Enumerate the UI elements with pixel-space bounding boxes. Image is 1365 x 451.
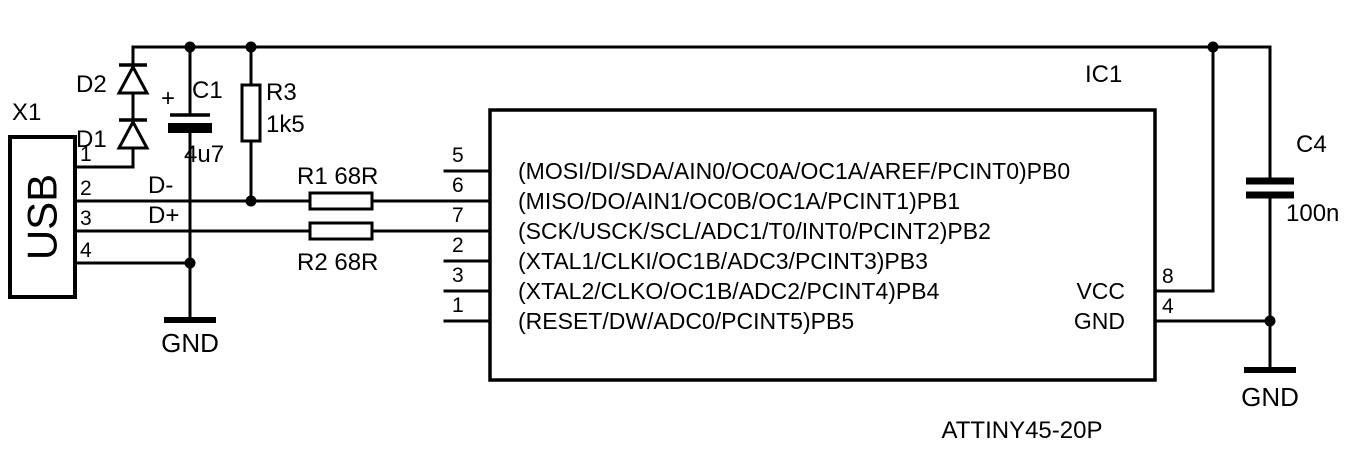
ic1-pin-number: 8	[1162, 265, 1174, 288]
c1-polarity-mark: +	[161, 85, 175, 112]
ic1-pin-number: 1	[452, 294, 464, 317]
d1-diode-symbol	[116, 118, 150, 150]
r1-label: R1 68R	[297, 163, 378, 190]
diode-column: D2 D1	[76, 45, 150, 169]
c1-value-label: 4u7	[184, 141, 224, 168]
ic1-pin-label-pb4: (XTAL2/CLKO/OC1B/ADC2/PCINT4)PB4	[518, 278, 940, 304]
c1-minus-plate	[168, 123, 212, 133]
ground-left: GND	[161, 317, 219, 358]
r2-body	[308, 221, 374, 241]
ground-left-label: GND	[161, 328, 219, 358]
capacitor-c4: C4 100n	[1246, 45, 1339, 372]
r3-value-label: 1k5	[266, 111, 305, 138]
usb-connector-body	[8, 135, 77, 299]
usb-connector: X1 USB 1 2 3 4	[8, 99, 196, 299]
c4-ref-label: C4	[1296, 131, 1327, 158]
ic1-pin-label-pb2: (SCK/USCK/SCL/ADC1/T0/INT0/PCINT2)PB2	[518, 218, 991, 244]
junction-dot	[1264, 315, 1276, 327]
ic1-ref-label: IC1	[1085, 61, 1122, 88]
ground-right-label: GND	[1241, 382, 1299, 412]
ic1-pin-number: 2	[452, 234, 464, 257]
ic1-pin-label-pb0: (MOSI/DI/SDA/AIN0/OC0A/OC1A/AREF/PCINT0)…	[518, 158, 1070, 184]
r3-body	[240, 83, 262, 143]
d2-ref-label: D2	[76, 71, 107, 98]
d2-diode-symbol	[116, 63, 150, 95]
ic1-part-label: ATTINY45-20P	[942, 417, 1103, 444]
r3-ref-label: R3	[266, 79, 297, 106]
capacitor-c1: + C1 4u7	[161, 45, 224, 322]
resistor-r3: R3 1k5	[240, 45, 305, 203]
r2-label: R2 68R	[297, 249, 378, 276]
c4-value-label: 100n	[1286, 200, 1339, 227]
usb-connector-label: USB	[19, 174, 66, 260]
dminus-net: D- R1 68R	[73, 163, 492, 211]
ic1-pin-number: 6	[452, 174, 464, 197]
connector-ref-label: X1	[12, 99, 41, 126]
dplus-net: D+ R2 68R	[73, 202, 492, 276]
c1-ref-label: C1	[192, 77, 223, 104]
usb-pin-number-1: 1	[80, 143, 92, 166]
ic1-pin-number: 3	[452, 264, 464, 287]
usb-pin-number-2: 2	[80, 177, 92, 200]
r1-body	[308, 191, 374, 211]
ic1-pin-label-pb1: (MISO/DO/AIN1/OC0B/OC1A/PCINT1)PB1	[518, 188, 960, 214]
usb-pin-number-4: 4	[80, 239, 92, 262]
ic1-pin-label-pb5: (RESET/DW/ADC0/PCINT5)PB5	[518, 308, 854, 334]
ic1-gnd-label: GND	[1074, 308, 1125, 334]
ic1-pin-number: 7	[452, 204, 464, 227]
dminus-net-label: D-	[148, 172, 173, 199]
vcc-rail	[131, 41, 1272, 53]
ic1: IC1 5 6 7 2 3 1 (MOSI/DI/SDA/AIN0/OC0A/O…	[443, 45, 1272, 444]
ic1-pin-number: 5	[452, 144, 464, 167]
ground-right: GND	[1241, 367, 1299, 412]
usb-pin-number-3: 3	[80, 207, 92, 230]
d1-ref-label: D1	[76, 126, 107, 153]
ic1-body	[488, 108, 1157, 382]
ic1-vcc-label: VCC	[1076, 278, 1125, 304]
junction-dot	[245, 195, 257, 207]
ic1-pin-number: 4	[1162, 295, 1174, 318]
dplus-net-label: D+	[148, 202, 179, 229]
ic1-pin-label-pb3: (XTAL1/CLKI/OC1B/ADC3/PCINT3)PB3	[518, 248, 928, 274]
